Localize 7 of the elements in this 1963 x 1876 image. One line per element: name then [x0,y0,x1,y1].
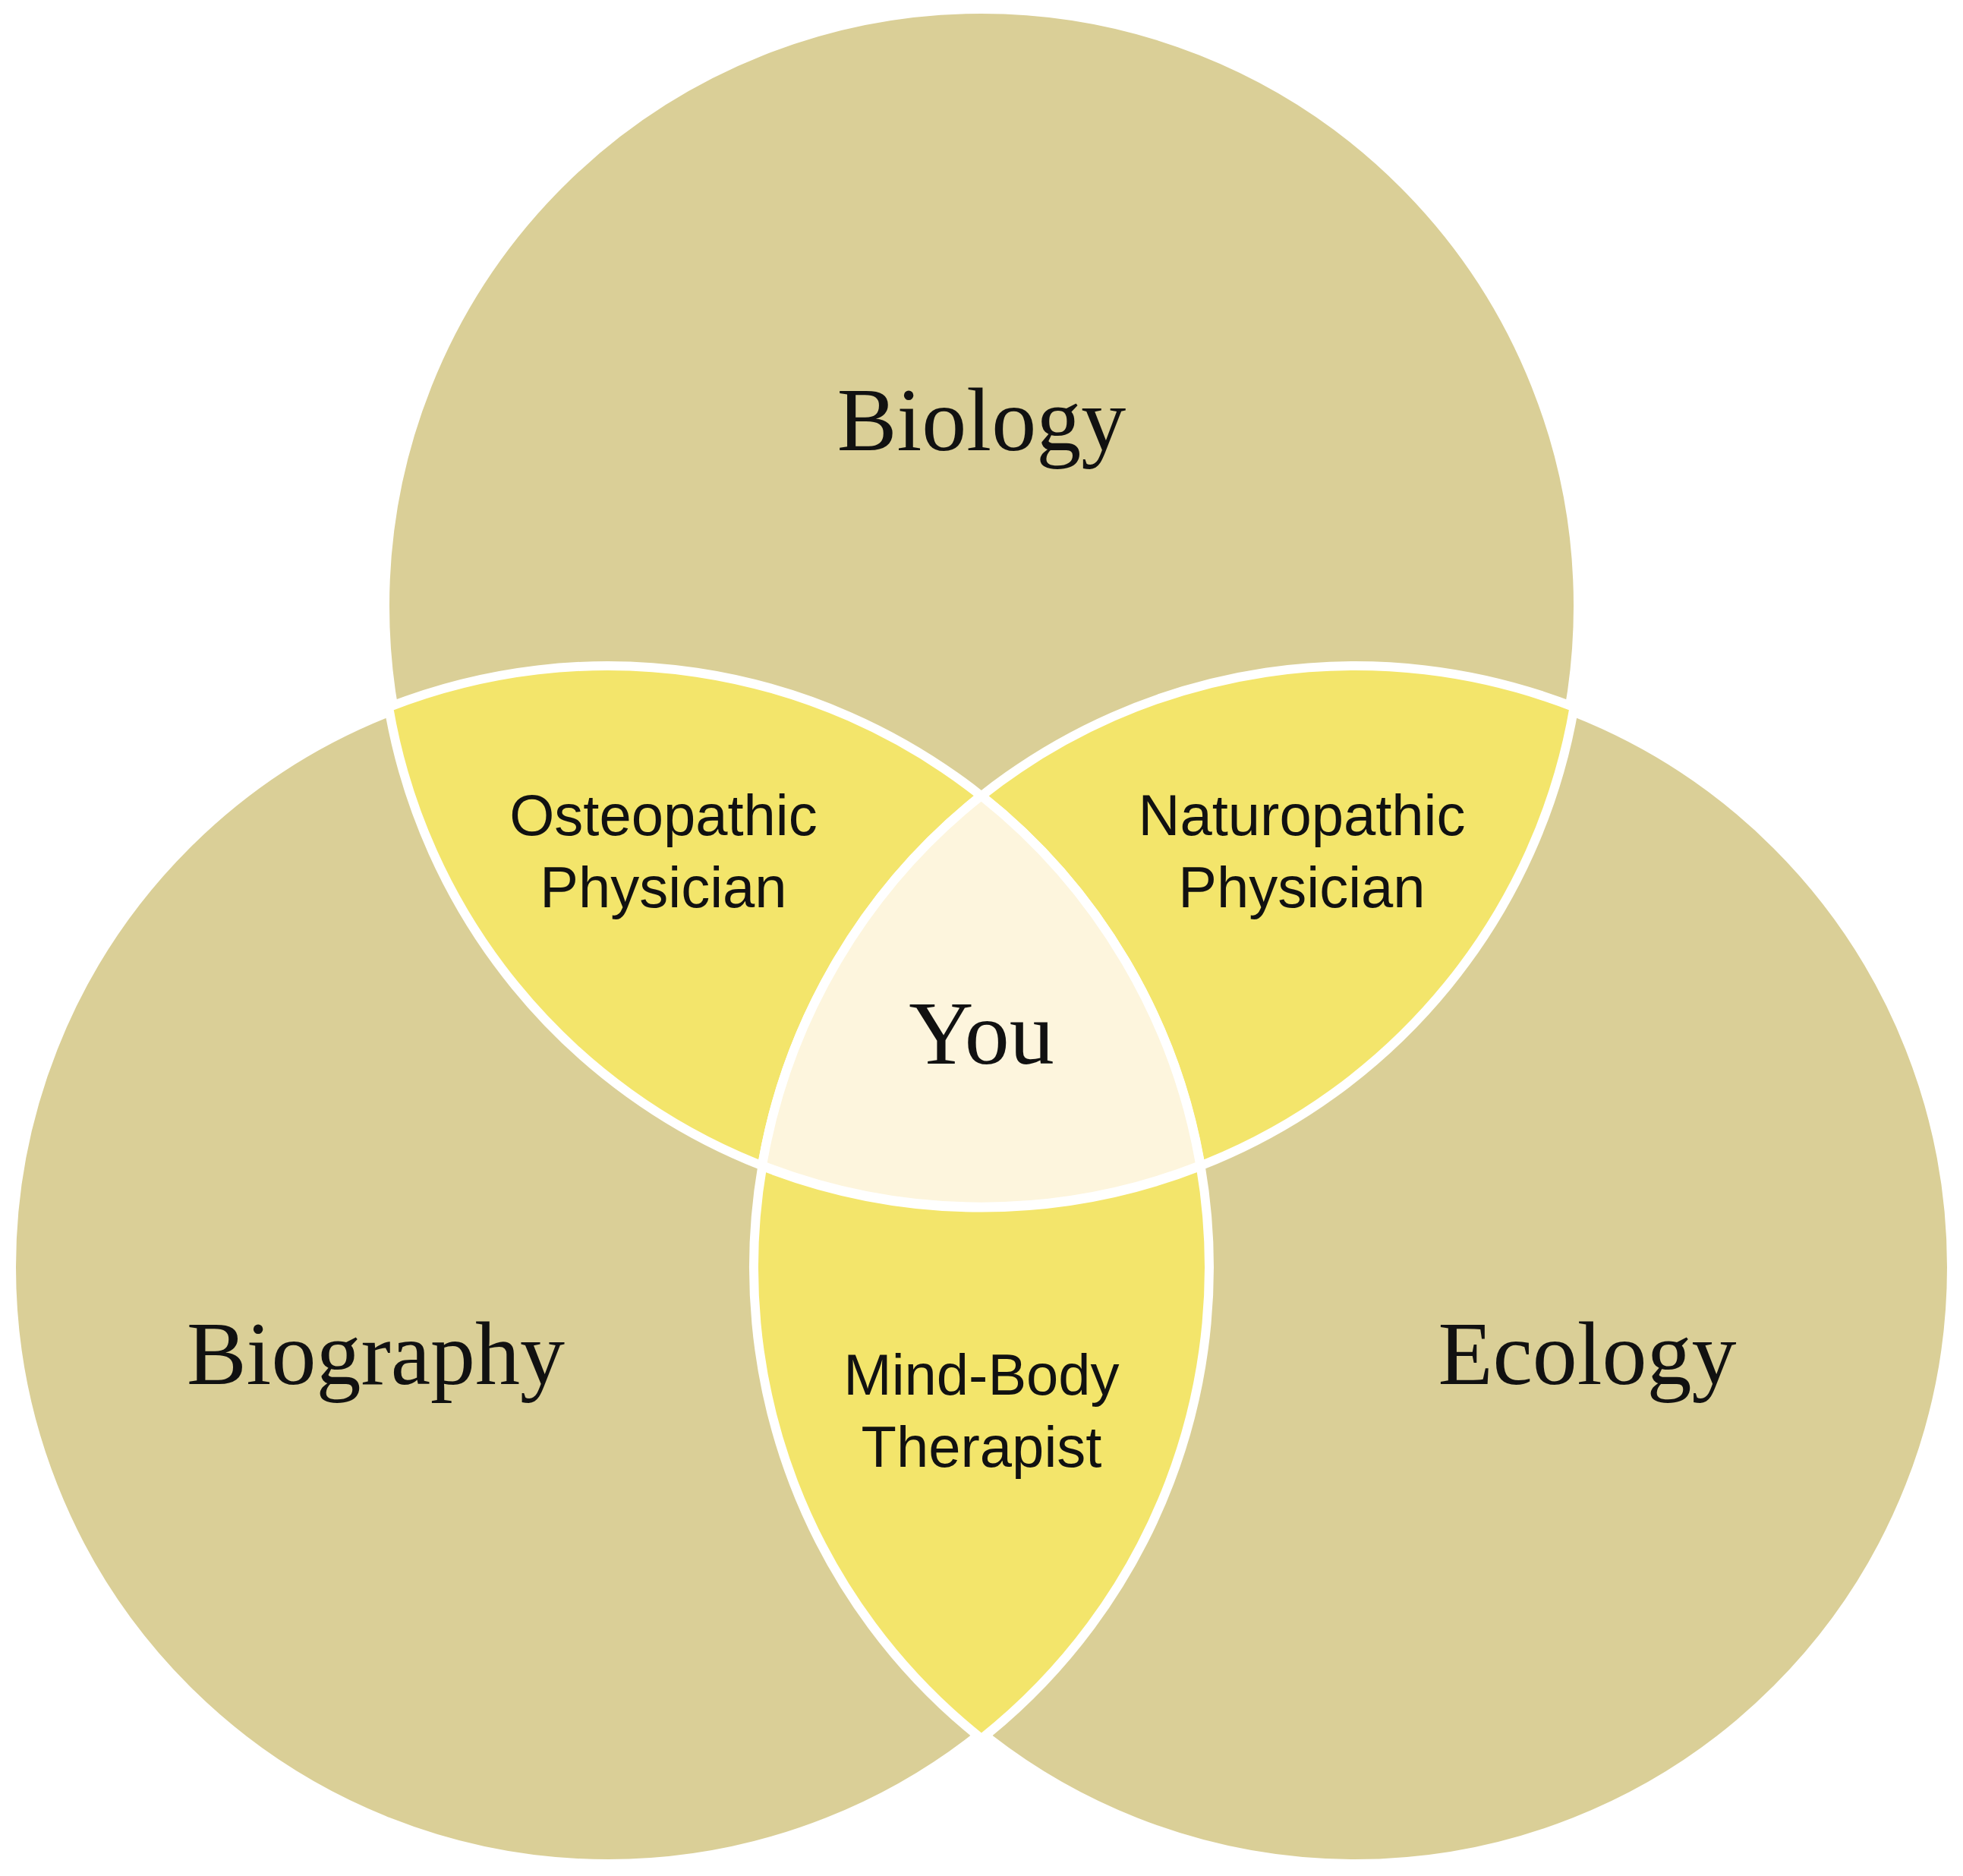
region-title: Biology [837,370,1126,472]
region-label: Mind-Body Therapist [843,1342,1120,1480]
region-title: Ecology [1438,1304,1737,1406]
region-title: Biography [186,1304,566,1406]
region-label: Osteopathic Physician [509,782,818,921]
region-label: Naturopathic Physician [1137,782,1467,921]
region-title: You [909,983,1054,1086]
